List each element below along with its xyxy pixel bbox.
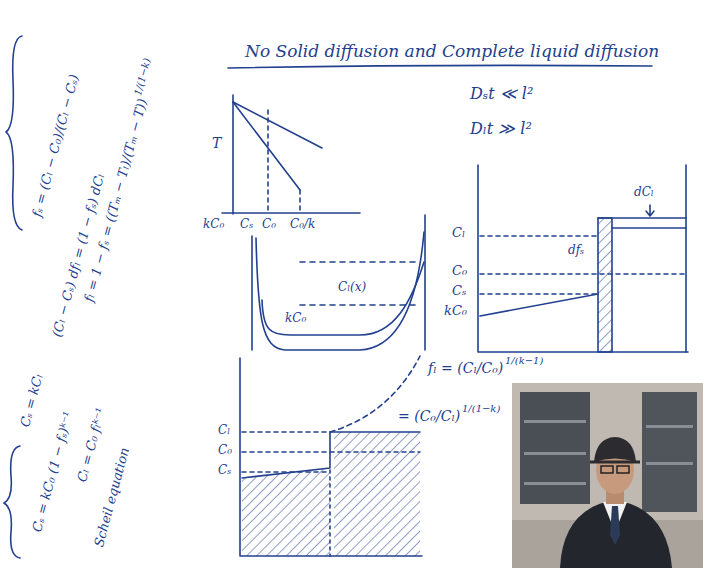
composition-profile: [480, 235, 598, 237]
composition-profile: [478, 165, 688, 352]
video-inset: [560, 500, 672, 568]
exponent: 1/(1−k): [462, 403, 500, 415]
formula: fₛ = (Cₗ − C₀)/(Cₗ − Cₛ): [30, 73, 82, 219]
solidification-plot: [242, 431, 330, 433]
axis-label: C₀: [452, 264, 467, 279]
concentration-profiles: [256, 232, 424, 350]
composition-profile: [646, 205, 654, 216]
phase-diagram: [267, 110, 269, 212]
exponent: 1/(1−k): [132, 57, 153, 97]
concentration-profiles: [252, 215, 425, 350]
composition-profile: [480, 273, 686, 275]
concentration-profiles: [300, 261, 420, 263]
video-inset: [524, 482, 586, 485]
solidification-plot: [242, 468, 330, 556]
composition-profile: [480, 294, 598, 316]
axis-label: Cₗ: [218, 424, 230, 438]
solidification-plot: [240, 358, 422, 556]
composition-profile: [598, 217, 686, 219]
axis-label: Cₛ: [452, 284, 466, 299]
brace: [4, 36, 22, 558]
composition-profile: [478, 165, 688, 352]
solidification-plot: [242, 451, 420, 453]
axis-label: kC₀: [203, 218, 224, 232]
illustration: [4, 36, 688, 558]
title-underline: [228, 65, 652, 68]
concentration-profiles: [251, 236, 253, 350]
concentration-profiles: [262, 262, 424, 335]
solidification-plot: [329, 470, 331, 556]
formula: Cₛ = kCₗ: [18, 372, 47, 428]
video-inset: [646, 425, 693, 428]
phase-diagram: [222, 95, 360, 214]
solidification-plot: [242, 432, 420, 478]
phase-diagram: [299, 190, 301, 212]
brace: [6, 36, 22, 230]
axis-label: kC₀: [444, 304, 467, 319]
title-underline: [228, 65, 652, 68]
condition: Dₗt ≫ l²: [470, 120, 532, 138]
solidification-plot: [242, 471, 330, 473]
annotation: dCₗ: [634, 186, 654, 200]
phase-diagram: [232, 95, 234, 214]
video-inset: [512, 383, 703, 568]
curve-label: Cₗ(x): [338, 281, 366, 295]
condition: Dₛt ≪ l²: [470, 85, 533, 103]
axis-label: Cₛ: [240, 218, 253, 232]
brace: [4, 446, 20, 558]
formula: = (C₀/Cₗ): [398, 408, 460, 424]
video-inset: [512, 383, 703, 568]
solidification-plot: [334, 432, 420, 556]
title: No Solid diffusion and Complete liquid d…: [245, 42, 659, 62]
video-inset: [520, 392, 590, 504]
phase-diagram: [233, 102, 322, 148]
video-inset: [524, 452, 586, 455]
composition-profile: [612, 227, 686, 229]
phase-diagram: [222, 212, 360, 214]
concentration-profiles: [300, 304, 420, 306]
video-inset: [610, 506, 620, 545]
formula: fₗ = (Cₗ/C₀): [428, 360, 503, 376]
video-inset: [524, 420, 586, 423]
video-inset: [646, 462, 693, 465]
solidification-plot: [240, 356, 422, 556]
axis-label: C₀/k: [290, 218, 315, 232]
exponent: 1/(k−1): [505, 355, 543, 367]
video-inset: [601, 466, 613, 473]
curve-label: kC₀: [285, 312, 306, 326]
video-inset: [594, 437, 636, 462]
phase-diagram: [233, 102, 300, 190]
composition-profile: [480, 293, 596, 295]
axis-label: C₀: [218, 444, 232, 458]
axis-label: Cₗ: [452, 226, 465, 241]
annotation: dfₛ: [568, 244, 584, 258]
composition-profile: [598, 218, 612, 352]
axis-label: C₀: [262, 218, 276, 232]
composition-profile: [685, 165, 687, 352]
video-inset: [617, 466, 629, 473]
formula: Cₛ = kC₀ (1 − fₛ)ᵏ⁻¹: [30, 410, 77, 534]
formula: Cₗ = C₀ fₗᵏ⁻¹: [75, 406, 109, 484]
note: Scheil equation: [92, 446, 133, 549]
video-inset: [590, 461, 640, 464]
video-inset: [642, 392, 697, 512]
axis-label: T: [212, 135, 221, 151]
axis-label: Cₛ: [218, 464, 231, 478]
